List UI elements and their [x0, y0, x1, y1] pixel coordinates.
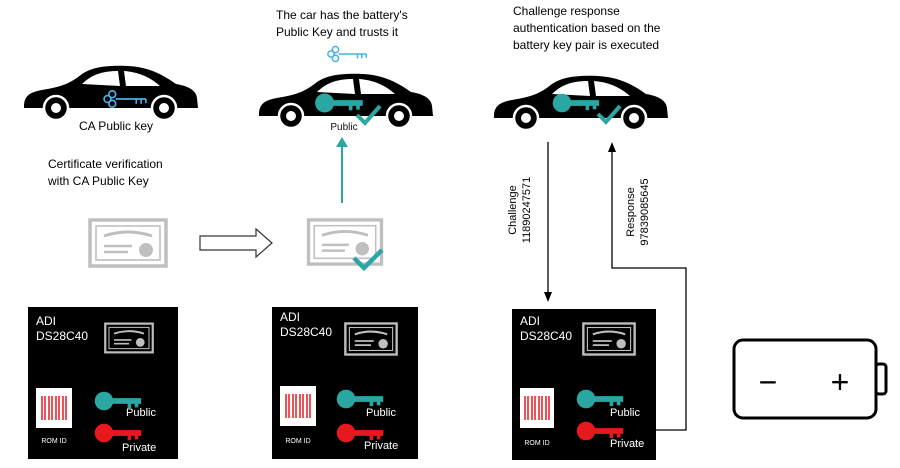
right-arrow-icon — [199, 227, 273, 259]
verify-arrow-head-icon — [336, 137, 348, 147]
chip-vendor: ADI — [36, 314, 56, 328]
car-ca-key-image — [22, 64, 200, 122]
rom-id-label: ROM ID — [524, 440, 549, 447]
certificate-gray-icon — [88, 218, 168, 268]
secure-chip-3: ADI DS28C40 ROM ID Public Private — [512, 309, 656, 460]
chip-vendor: ADI — [520, 314, 540, 328]
private-key-label: Private — [364, 440, 398, 452]
check-icon — [355, 104, 382, 126]
chip-part-number: DS28C40 — [36, 329, 88, 343]
response-value: 97839085645 — [639, 178, 651, 245]
car-public-label: Public — [330, 122, 357, 133]
cert-verification-line1: Certificate verification — [48, 157, 163, 171]
response-label: Response — [625, 187, 637, 237]
challenge-label: Challenge — [507, 185, 519, 235]
public-key-label: Public — [126, 407, 156, 419]
car-trusts-key-line2: Public Key and trusts it — [276, 25, 399, 39]
private-key-label: Private — [122, 442, 156, 454]
car-trusts-key-line1: The car has the battery's — [276, 8, 408, 22]
response-arrow-line — [611, 150, 687, 431]
check-icon — [352, 248, 384, 272]
challenge-value: 11890247571 — [521, 177, 533, 243]
battery-minus-sign: − — [759, 364, 778, 400]
response-arrow-head-icon — [608, 142, 616, 152]
battery-plus-sign: + — [831, 364, 850, 400]
challenge-arrow-head-icon — [544, 292, 552, 302]
challenge-response-line1: Challenge response — [513, 4, 620, 18]
challenge-response-line3: battery key pair is executed — [513, 38, 659, 52]
challenge-response-line2: authentication based on the — [513, 21, 661, 35]
chip-vendor: ADI — [280, 310, 300, 324]
chip-part-number: DS28C40 — [280, 325, 332, 339]
public-key-label: Public — [366, 407, 396, 419]
secure-chip-1: ADI DS28C40 ROM ID Public Private — [28, 307, 178, 459]
cert-verification-line2: with CA Public Key — [47, 174, 149, 188]
secure-chip-2: ADI DS28C40 ROM ID Public Private — [272, 307, 418, 459]
rom-id-label: ROM ID — [285, 438, 310, 445]
private-key-label: Private — [610, 438, 644, 450]
battery-icon: − + — [732, 338, 888, 420]
public-key-label: Public — [610, 407, 640, 419]
certificate-verified-icon — [306, 218, 384, 266]
check-icon — [596, 104, 622, 125]
ca-public-key-label: CA Public key — [79, 119, 153, 133]
ca-public-key-icon-small — [327, 45, 368, 63]
chip-part-number: DS28C40 — [520, 329, 572, 343]
rom-id-label: ROM ID — [41, 438, 66, 445]
